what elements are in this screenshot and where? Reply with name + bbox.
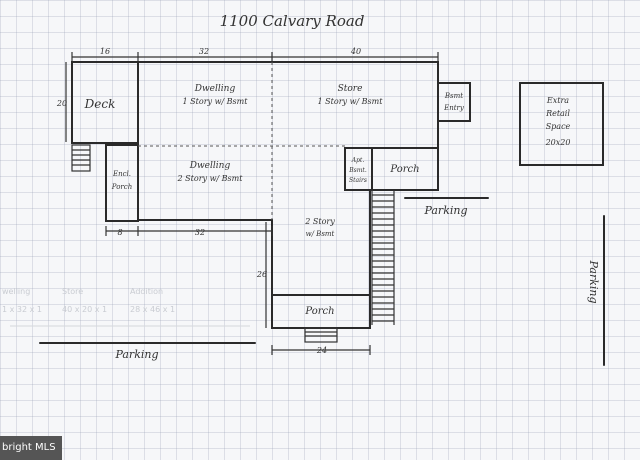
dim-label-20: 20 [56, 99, 67, 108]
store-label: Store [338, 84, 363, 94]
dim-label-8: 8 [117, 228, 122, 237]
deck-stairs [71, 144, 91, 172]
dim-label-24: 24 [316, 346, 327, 355]
extra-retail-label: Extra [546, 96, 569, 105]
parking-label-bottom: Parking [114, 348, 158, 361]
plan-title: 1100 Calvary Road [220, 12, 365, 30]
encl-porch-label: Encl. [112, 170, 131, 178]
dwelling-lower-label: 2 Story w/ Bsmt [177, 174, 244, 183]
faint-cell: 40 x 20 x 1 [62, 305, 107, 314]
two-story-label: 2 Story [304, 217, 335, 226]
encl-porch-label: Porch [111, 183, 132, 191]
dim-label-40: 40 [350, 47, 361, 56]
porch-bottom-label: Porch [304, 306, 334, 317]
dim-label-26: 26 [256, 270, 267, 279]
extra-retail-label: 20x20 [545, 138, 571, 147]
faint-cell: Addition [130, 287, 163, 296]
porch-steps [304, 327, 338, 343]
apt-stairs-label: Apt. [351, 157, 365, 164]
dwelling-lower-label: Dwelling [189, 161, 231, 171]
exterior-stairs [371, 190, 395, 325]
porch-right-label: Porch [389, 164, 419, 175]
dwelling-upper-label: 1 Story w/ Bsmt [183, 97, 249, 106]
parking-label-side: Parking [587, 259, 600, 303]
watermark-logo: bright MLS [0, 436, 62, 460]
faint-table: welling Store Addition 1 x 32 x 1 40 x 2… [2, 287, 250, 327]
two-story-label: w/ Bsmt [306, 230, 335, 238]
bsmt-entry-label: Bsmt [444, 92, 463, 100]
store-label: 1 Story w/ Bsmt [318, 97, 384, 106]
faint-cell: 1 x 32 x 1 [2, 305, 42, 314]
extra-retail-box [519, 82, 604, 166]
faint-cell: Store [62, 287, 83, 296]
dim-label-32: 32 [199, 47, 209, 56]
bsmt-entry-label: Entry [443, 104, 465, 112]
dim-label-32b: 32 [195, 228, 205, 237]
faint-cell: welling [2, 287, 30, 296]
apt-stairs-label: Bsmt. [348, 167, 367, 174]
bottom-dimension-line [271, 345, 371, 355]
faint-cell: 28 x 46 x 1 [130, 305, 175, 314]
top-dimension-line [71, 52, 439, 62]
dwelling-upper-label: Dwelling [194, 84, 236, 94]
parking-label-right: Parking [423, 204, 467, 217]
extra-retail-label: Space [546, 122, 571, 131]
extra-retail-label: Retail [545, 109, 570, 118]
lower-dimension-line [105, 226, 273, 236]
dim-label-16: 16 [100, 47, 110, 56]
apt-stairs-label: Stairs [349, 177, 367, 184]
deck-label: Deck [84, 97, 116, 111]
